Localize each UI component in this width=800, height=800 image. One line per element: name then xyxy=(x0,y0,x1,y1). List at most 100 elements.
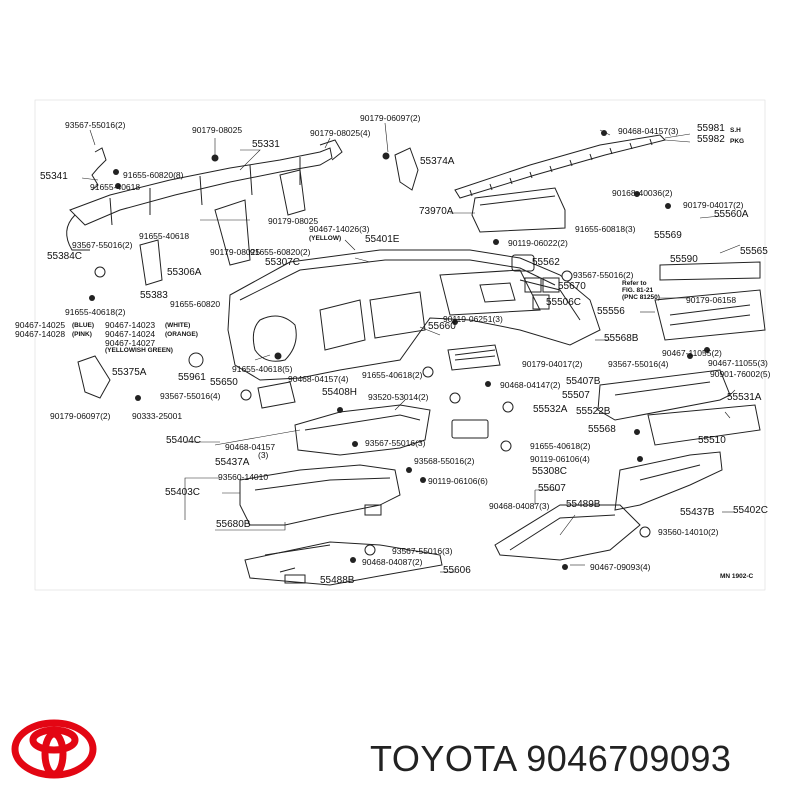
bracket-55375a xyxy=(77,355,111,399)
callout-white: (WHITE) xyxy=(165,322,191,329)
callout-90468-04087-3: 90468-04087(3) xyxy=(489,501,550,511)
vent-55562 xyxy=(511,254,535,272)
callout-90467-14028: 90467-14028 xyxy=(15,329,66,339)
callout-93560-14010-2: 93560-14010(2) xyxy=(658,527,719,537)
callout-90467-09093-4: 90467-09093(4) xyxy=(590,562,651,572)
callout-90179-06097-2-b: 90179-06097(2) xyxy=(50,411,111,421)
panel-55507 xyxy=(597,369,731,421)
callout-55404c: 55404C xyxy=(166,435,202,446)
callout-55606: 55606 xyxy=(443,565,471,576)
callout-93567-55016-2-c: 93567-55016(2) xyxy=(573,270,634,280)
callout-93567-55016-4: 93567-55016(4) xyxy=(608,359,669,369)
clip-55961 xyxy=(188,352,204,368)
callout-90467-14026-3: 90467-14026(3) xyxy=(309,224,370,234)
callout-90179-08025-b: 90179-08025 xyxy=(268,216,319,226)
callout-90179-04017-2-b: 90179-04017(2) xyxy=(522,359,583,369)
callout-55374a: 55374A xyxy=(420,156,455,167)
brand-part-number: TOYOTA 9046709093 xyxy=(370,738,732,779)
callout-55331: 55331 xyxy=(252,139,280,150)
callout-90119-06251-3: 90119-06251(3) xyxy=(443,314,503,324)
callout-qty-3: (3) xyxy=(258,450,269,460)
callout-91655-60820-2: 91655-60820(2) xyxy=(250,247,311,257)
callout-55650: 55650 xyxy=(210,377,238,388)
callout-55506c: 55506C xyxy=(546,297,582,308)
callout-orange: (ORANGE) xyxy=(165,331,198,338)
callout-90467-14025: 90467-14025 xyxy=(15,320,66,330)
callout-55402c: 55402C xyxy=(733,505,769,516)
lower-panel-55403c xyxy=(239,464,401,526)
callout-93520-53014-2: 93520-53014(2) xyxy=(368,392,429,402)
callout-refer-to: Refer to xyxy=(622,280,647,287)
callout-91655-40618-2-b: 91655-40618(2) xyxy=(362,370,423,380)
box-93520 xyxy=(451,419,489,439)
callout-93567-55016-3: 93567-55016(3) xyxy=(365,438,426,448)
callout-90467-11055-2: 90467-11055(2) xyxy=(662,348,722,358)
callout-55408h: 55408H xyxy=(322,387,358,398)
callout-55375a: 55375A xyxy=(112,367,147,378)
callout-91655-40618-2-c: 91655-40618(2) xyxy=(530,441,591,451)
callout-91655-60818-3: 91655-60818(3) xyxy=(575,224,636,234)
callout-55568b: 55568B xyxy=(604,333,639,344)
callout-90179-06158: 90179-06158 xyxy=(686,295,737,305)
callout-55680b: 55680B xyxy=(216,519,251,530)
callout-90333-25001: 90333-25001 xyxy=(132,411,183,421)
callout-90468-04157-4: 90468-04157(4) xyxy=(288,374,349,384)
callout-93567-55016-2: 93567-55016(2) xyxy=(65,120,126,130)
callout-55562: 55562 xyxy=(532,257,560,268)
callout-90179-08025-4: 90179-08025(4) xyxy=(310,128,371,138)
callout-90467-11055-3: 90467-11055(3) xyxy=(708,358,768,368)
airbag-door-73970a xyxy=(471,187,566,233)
callout-90467-14027: 90467-14027 xyxy=(105,338,156,348)
callout-90179-06097-2: 90179-06097(2) xyxy=(360,113,421,123)
callout-55531a: 55531A xyxy=(727,392,762,403)
reinforcement-beam-55331 xyxy=(66,139,343,286)
callout-yellow: (YELLOW) xyxy=(309,235,342,242)
callout-91655-60820-8: 91655-60820(8) xyxy=(123,170,184,180)
callout-90119-06106-6: 90119-06106(6) xyxy=(428,476,488,486)
callout-55556: 55556 xyxy=(597,306,625,317)
callout-91655-40618: 91655-40618 xyxy=(90,182,141,192)
callout-91655-60820: 91655-60820 xyxy=(170,299,221,309)
callout-pkg: PKG xyxy=(730,138,745,145)
glove-trim-55607 xyxy=(494,504,641,561)
callout-90468-04157-3: 90468-04157(3) xyxy=(618,126,679,136)
callout-sh: S.H xyxy=(730,127,741,134)
diagram-code: MN 1902-C xyxy=(720,573,754,580)
callout-91655-40618-2: 91655-40618(2) xyxy=(65,307,126,317)
callout-55565: 55565 xyxy=(740,246,768,257)
switch-55670 xyxy=(524,277,560,310)
callout-55660: 55660 xyxy=(428,321,456,332)
callout-55981: 55981 xyxy=(697,123,725,134)
callout-93568-55016-2: 93568-55016(2) xyxy=(414,456,475,466)
callout-90901-76002-5: 90901-76002(5) xyxy=(710,369,771,379)
vent-55660 xyxy=(447,344,501,371)
callout-55401e: 55401E xyxy=(365,234,400,245)
callout-55403c: 55403C xyxy=(165,487,201,498)
callout-90119-06022-2: 90119-06022(2) xyxy=(508,238,568,248)
callout-91655-40618-5: 91655-40618(5) xyxy=(232,364,293,374)
callout-55383: 55383 xyxy=(140,290,168,301)
callout-93567-55016-3-b: 93567-55016(3) xyxy=(392,546,453,556)
callout-55308c: 55308C xyxy=(532,466,568,477)
callout-91655-40618-b: 91655-40618 xyxy=(139,231,190,241)
bracket-55374a xyxy=(394,147,419,191)
lower-tray-55606 xyxy=(244,541,443,586)
callout-90179-04017-2: 90179-04017(2) xyxy=(683,200,744,210)
diagram-frame xyxy=(34,99,766,591)
callout-55522b: 55522B xyxy=(576,406,611,417)
callout-55670: 55670 xyxy=(558,281,586,292)
callout-pink: (PINK) xyxy=(72,331,92,338)
glove-box-55402c xyxy=(614,451,723,511)
callout-90179-08025: 90179-08025 xyxy=(192,125,243,135)
callout-55488b: 55488B xyxy=(320,575,355,586)
callout-90467-14023: 90467-14023 xyxy=(105,320,156,330)
callout-55407b: 55407B xyxy=(566,376,601,387)
toyota-logo-icon xyxy=(10,718,98,785)
callout-55532a: 55532A xyxy=(533,404,568,415)
callout-90467-14024: 90467-14024 xyxy=(105,329,156,339)
cluster-hood-55404c xyxy=(294,404,431,456)
callout-55982: 55982 xyxy=(697,134,725,145)
callout-55568: 55568 xyxy=(588,424,616,435)
vent-55650 xyxy=(257,381,296,409)
